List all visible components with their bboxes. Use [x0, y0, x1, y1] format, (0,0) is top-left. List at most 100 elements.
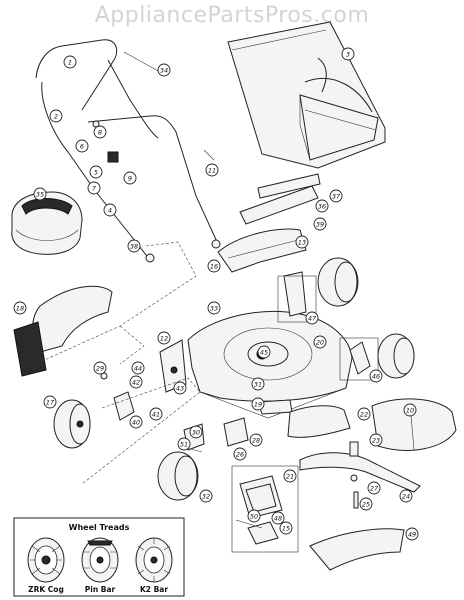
callout-10: 10 [403, 403, 417, 417]
callout-number: 17 [46, 399, 55, 407]
callout-18: 18 [13, 301, 27, 315]
callout-number: 2 [54, 113, 58, 121]
callout-42: 42 [129, 375, 143, 389]
callout-number: 8 [98, 129, 102, 137]
callout-box-47 [277, 275, 317, 323]
callout-36: 36 [315, 199, 329, 213]
callout-16: 16 [207, 259, 221, 273]
callout-number: 37 [332, 193, 341, 201]
chute-frame [217, 173, 321, 273]
tread-label-k2-bar: K2 Bar [140, 585, 168, 594]
callout-number: 49 [408, 531, 416, 539]
callout-33: 33 [207, 301, 221, 315]
tread-k2-bar-icon [135, 537, 173, 583]
callout-number: 20 [316, 339, 324, 347]
callout-21: 21 [283, 469, 297, 483]
height-adjuster-right [283, 271, 371, 375]
callout-number: 46 [372, 373, 380, 381]
callout-number: 50 [250, 513, 258, 521]
callout-5: 5 [89, 165, 103, 179]
callout-number: 16 [210, 263, 218, 271]
callout-number: 42 [132, 379, 140, 387]
callout-number: 11 [208, 167, 216, 175]
callout-number: 31 [254, 381, 262, 389]
callout-number: 40 [132, 419, 140, 427]
callout-number: 29 [96, 365, 104, 373]
callout-number: 25 [362, 501, 370, 509]
callout-26: 26 [233, 447, 247, 461]
front-wheel-left [53, 399, 91, 449]
callout-13: 13 [295, 235, 309, 249]
callout-43: 43 [173, 381, 187, 395]
callout-8: 8 [93, 125, 107, 139]
engine-shroud [11, 191, 83, 255]
callout-number: 10 [406, 407, 414, 415]
callout-number: 6 [80, 143, 84, 151]
callout-number: 48 [274, 515, 282, 523]
callout-number: 34 [160, 67, 168, 75]
callout-30: 30 [189, 425, 203, 439]
callout-9: 9 [123, 171, 137, 185]
callout-number: 28 [252, 437, 260, 445]
callout-35: 35 [33, 187, 47, 201]
callout-number: 36 [318, 203, 326, 211]
callout-17: 17 [43, 395, 57, 409]
blade [299, 441, 421, 509]
callout-46: 46 [369, 369, 383, 383]
callout-number: 1 [68, 59, 72, 67]
tread-label-zrk-cog: ZRK Cog [28, 585, 64, 594]
callout-number: 33 [210, 305, 218, 313]
rear-wheel-right [377, 333, 415, 379]
callout-12: 12 [157, 331, 171, 345]
callout-2: 2 [49, 109, 63, 123]
callout-number: 41 [152, 411, 160, 419]
callout-number: 51 [180, 441, 188, 449]
front-wheel-bottom [157, 451, 199, 501]
callout-50: 50 [247, 509, 261, 523]
callout-28: 28 [249, 433, 263, 447]
callout-number: 27 [370, 485, 379, 493]
callout-number: 13 [298, 239, 306, 247]
callout-47: 47 [305, 311, 319, 325]
callout-29: 29 [93, 361, 107, 375]
callout-number: 9 [128, 175, 132, 183]
callout-39: 39 [313, 217, 327, 231]
callout-number: 26 [236, 451, 244, 459]
callout-31: 31 [251, 377, 265, 391]
height-adjuster-left [100, 339, 187, 421]
callout-27: 27 [367, 481, 381, 495]
callout-number: 39 [316, 221, 324, 229]
callout-number: 15 [282, 525, 290, 533]
callout-number: 32 [202, 493, 210, 501]
callout-number: 4 [108, 207, 112, 215]
callout-44: 44 [131, 361, 145, 375]
tread-pin-bar-icon [81, 537, 119, 583]
callout-11: 11 [205, 163, 219, 177]
callout-number: 23 [372, 437, 380, 445]
callout-7: 7 [87, 181, 101, 195]
callout-48: 48 [271, 511, 285, 525]
leader-lines [39, 241, 197, 363]
wheel-treads-panel: Wheel Treads ZRK Cog Pin Bar K2 Bar [13, 517, 185, 597]
callout-number: 22 [360, 411, 368, 419]
callout-32: 32 [199, 489, 213, 503]
callout-24: 24 [399, 489, 413, 503]
handle-assembly [35, 39, 221, 263]
callout-34: 34 [157, 63, 171, 77]
callout-25: 25 [359, 497, 373, 511]
callout-6: 6 [75, 139, 89, 153]
callout-38: 38 [127, 239, 141, 253]
callout-45: 45 [257, 345, 271, 359]
rear-deflector [13, 285, 113, 377]
callout-41: 41 [149, 407, 163, 421]
callout-1: 1 [63, 55, 77, 69]
callout-number: 43 [176, 385, 184, 393]
callout-box-46 [339, 337, 379, 381]
mower-deck [187, 311, 353, 419]
callout-number: 7 [92, 185, 97, 193]
callout-15: 15 [279, 521, 293, 535]
callout-49: 49 [405, 527, 419, 541]
wheel-treads-title: Wheel Treads [69, 523, 130, 532]
callout-number: 3 [346, 51, 350, 59]
callout-3: 3 [341, 47, 355, 61]
